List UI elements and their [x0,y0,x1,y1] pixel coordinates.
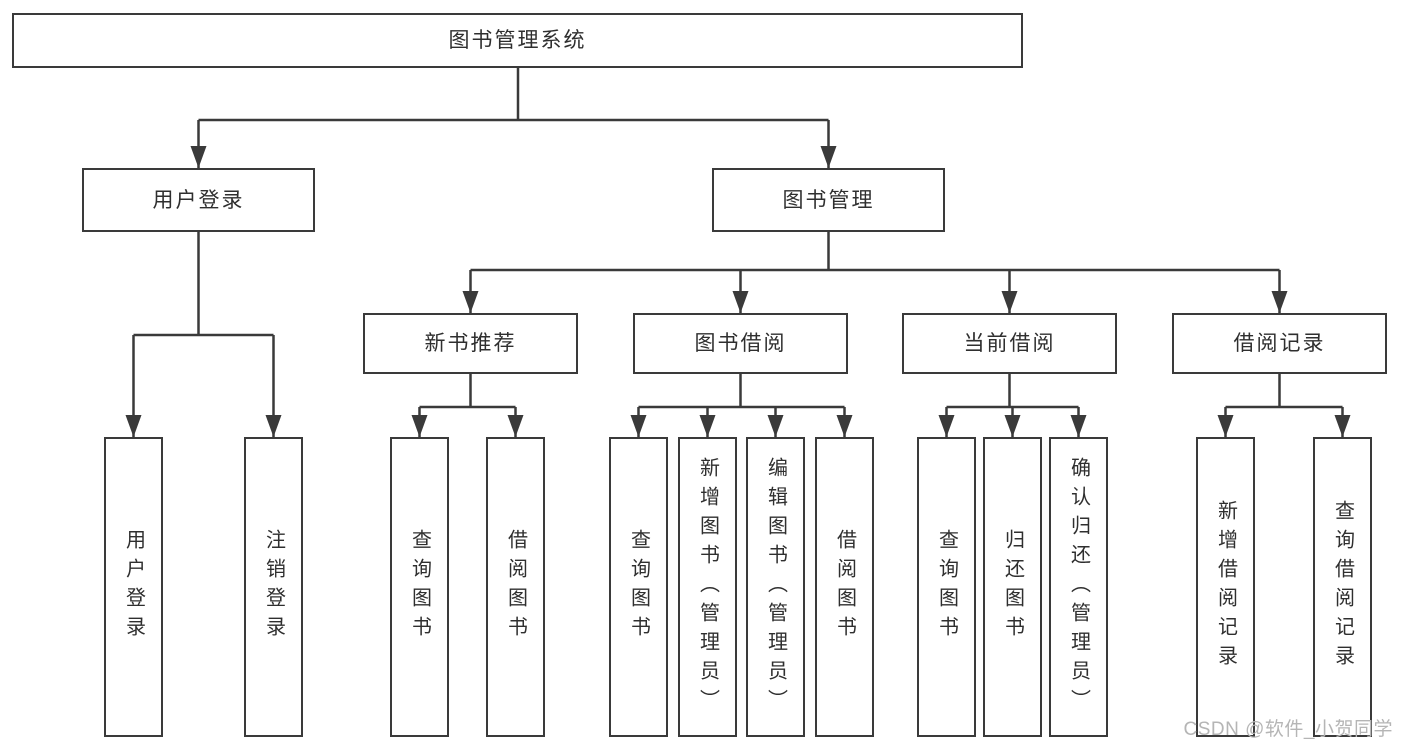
node-module-new-book-recommend: 新书推荐 [363,313,578,374]
node-module-borrow-records: 借阅记录 [1172,313,1387,374]
leaf-borrow-books-2: 借阅图书 [815,437,874,737]
node-label: 图书借阅 [694,332,787,355]
node-library-system-root: 图书管理系统 [12,13,1023,68]
leaf-add-books-admin: 新增图书（管理员） [678,437,737,737]
leaf-confirm-return-admin: 确认归还（管理员） [1049,437,1108,737]
node-book-management-branch: 图书管理 [712,168,945,232]
node-label: 编辑图书（管理员） [764,456,787,718]
node-label: 借阅图书 [504,529,527,645]
node-label: 查询图书 [627,529,650,645]
node-label: 注销登录 [262,529,285,645]
csdn-watermark: CSDN @软件_小贺同学 [1183,719,1393,740]
node-user-login-branch: 用户登录 [82,168,315,232]
node-label: 归还图书 [1001,529,1024,645]
leaf-return-books: 归还图书 [983,437,1042,737]
node-label: 用户登录 [122,529,145,645]
node-label: 图书管理 [782,188,875,212]
node-label: 查询图书 [408,529,431,645]
leaf-edit-books-admin: 编辑图书（管理员） [746,437,805,737]
leaf-query-borrow-record: 查询借阅记录 [1313,437,1372,737]
node-label: 用户登录 [152,188,245,212]
leaf-query-books-3: 查询图书 [917,437,976,737]
node-label: 确认归还（管理员） [1067,456,1090,718]
node-label: 新增借阅记录 [1214,500,1237,674]
leaf-user-login: 用户登录 [104,437,163,737]
node-label: 查询借阅记录 [1331,500,1354,674]
leaf-add-borrow-record: 新增借阅记录 [1196,437,1255,737]
node-label: 借阅图书 [833,529,856,645]
node-module-book-borrow: 图书借阅 [633,313,848,374]
leaf-query-books-2: 查询图书 [609,437,668,737]
node-module-current-borrow: 当前借阅 [902,313,1117,374]
node-label: 新增图书（管理员） [696,456,719,718]
node-label: 查询图书 [935,529,958,645]
leaf-logout: 注销登录 [244,437,303,737]
node-label: 借阅记录 [1233,332,1326,355]
leaf-query-books-1: 查询图书 [390,437,449,737]
node-label: 图书管理系统 [448,29,587,52]
leaf-borrow-books-1: 借阅图书 [486,437,545,737]
node-label: 新书推荐 [424,332,517,355]
node-label: 当前借阅 [963,332,1056,355]
